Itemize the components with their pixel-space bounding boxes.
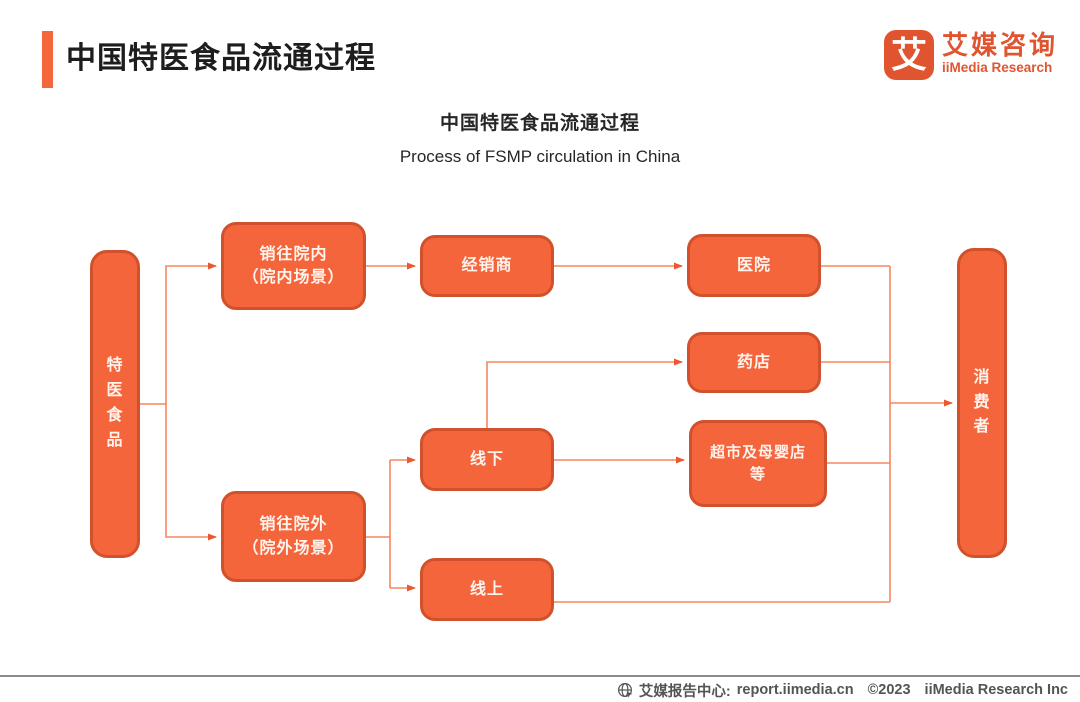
footer-company: iiMedia Research Inc bbox=[924, 682, 1068, 698]
logo-name-cn: 艾媒咨询 bbox=[941, 30, 1058, 60]
footer: 艾媒报告中心: report.iimedia.cn ©2023 iiMedia … bbox=[617, 679, 1068, 701]
page-title: 中国特医食品流通过程 bbox=[66, 42, 376, 75]
iimedia-logo-icon: 艾 bbox=[883, 30, 934, 80]
globe-cursor-icon bbox=[617, 682, 634, 699]
node-consumer: 消费者 bbox=[957, 248, 1007, 558]
connector-source-to-out-hospital bbox=[165, 404, 217, 541]
connector-offline-to-pharmacy bbox=[486, 358, 683, 428]
logo-name-en: iiMedia Research bbox=[941, 60, 1053, 75]
node-online-channel: 线上 bbox=[420, 558, 554, 621]
node-pharmacy: 药店 bbox=[687, 332, 821, 393]
chart-title-cn: 中国特医食品流通过程 bbox=[439, 113, 640, 134]
footer-url[interactable]: report.iimedia.cn bbox=[736, 682, 854, 698]
chart-title-en: Process of FSMP circulation in China bbox=[399, 147, 681, 166]
footer-source-label: 艾媒报告中心: bbox=[638, 683, 731, 700]
node-supermarket-maternal: 超市及母婴店 等 bbox=[689, 420, 827, 507]
node-sell-in-hospital: 销往院内 （院内场景） bbox=[221, 222, 366, 310]
node-fsmp-source-label: 特医食品 bbox=[106, 357, 124, 449]
footer-divider bbox=[0, 675, 1080, 677]
title-accent-bar bbox=[42, 31, 53, 88]
footer-copyright: ©2023 bbox=[867, 682, 911, 698]
node-sell-out-hospital: 销往院外 （院外场景） bbox=[221, 491, 366, 582]
node-hospital: 医院 bbox=[687, 234, 821, 297]
connector-source-to-in-hospital bbox=[165, 262, 217, 404]
node-distributor: 经销商 bbox=[420, 235, 554, 297]
iimedia-logo: 艾 艾媒咨询 iiMedia Research bbox=[883, 30, 1058, 80]
node-offline-channel: 线下 bbox=[420, 428, 554, 491]
node-fsmp-source: 特医食品 bbox=[90, 250, 140, 558]
node-consumer-label: 消费者 bbox=[973, 368, 991, 436]
